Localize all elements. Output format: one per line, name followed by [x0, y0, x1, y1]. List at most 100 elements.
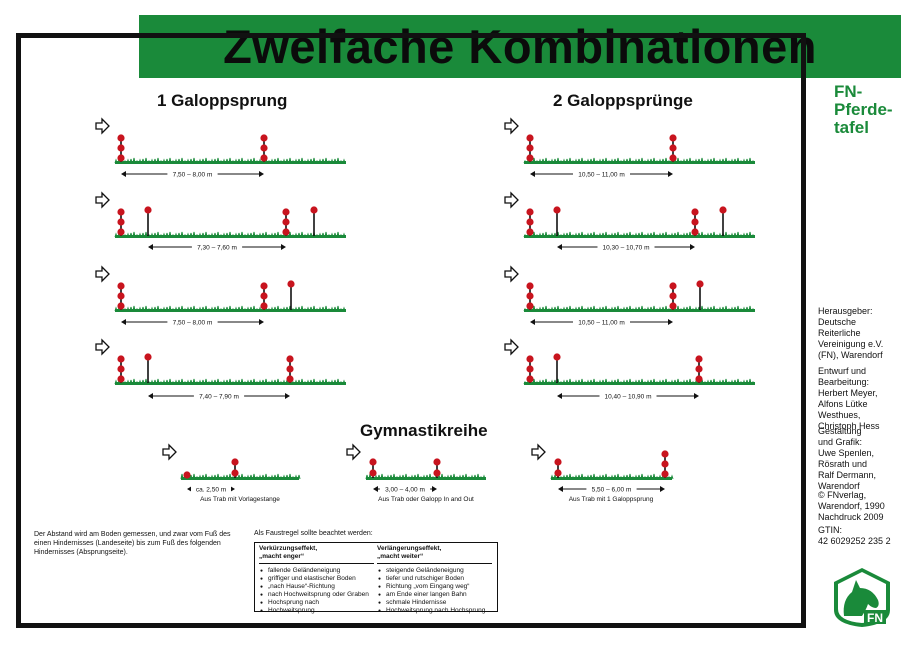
- pole-end: [282, 228, 290, 236]
- list-item: nach Hochweitsprung oder Graben: [260, 591, 374, 599]
- distance-label: 10,30 – 10,70 m: [603, 245, 650, 252]
- pole-end: [669, 134, 677, 142]
- shorten-heading: Verkürzungseffekt, „macht enger“: [259, 545, 374, 564]
- side-line: GTIN:: [818, 525, 842, 535]
- horse-head-icon: FN: [834, 568, 890, 627]
- distance-arrowhead: [121, 171, 126, 177]
- list-item: „nach Hause“-Richtung: [260, 583, 374, 591]
- distance-arrowhead: [121, 319, 126, 325]
- distance-label-bg: [193, 391, 245, 401]
- distance-arrowhead: [148, 393, 153, 399]
- pole-end: [369, 458, 377, 466]
- left-column-heading: 1 Galoppsprung: [157, 91, 288, 110]
- distance-label-bg: [573, 169, 630, 179]
- pole-end: [310, 206, 318, 214]
- pole-end: [117, 134, 125, 142]
- pole-end: [526, 228, 534, 236]
- exercise-caption: Aus Trab mit 1 Galoppsprung: [569, 496, 654, 503]
- pole-end: [286, 375, 294, 383]
- side-line: Vereinigung e.V.: [818, 339, 884, 349]
- distance-arrowhead: [557, 393, 562, 399]
- publisher-info: Herausgeber: Deutsche Reiterliche Verein…: [818, 306, 883, 361]
- grass-blades: [365, 473, 486, 480]
- grass-blades: [114, 378, 346, 385]
- lengthen-column: Verlängerungseffekt, „macht weiter“ stei…: [377, 545, 492, 615]
- brand-line: Pferde-: [834, 100, 893, 119]
- pole-end: [669, 302, 677, 310]
- pole-end: [231, 469, 239, 477]
- design-info: Entwurf und Bearbeitung: Herbert Meyer, …: [818, 366, 880, 432]
- distance-arrowhead: [660, 486, 665, 492]
- pole-end: [661, 470, 669, 478]
- pole-end: [661, 450, 669, 458]
- pole-end: [553, 206, 561, 214]
- pole-end: [526, 154, 534, 162]
- distance-label-bg: [167, 317, 218, 327]
- shorten-list: fallende Geländeneigung griffiger und el…: [259, 567, 374, 615]
- distance-arrowhead: [148, 244, 153, 250]
- pole-end: [554, 458, 562, 466]
- shorten-heading-line: Verkürzungseffekt,: [259, 545, 318, 552]
- list-item: Hochweitsprung nach Hochsprung: [378, 607, 492, 615]
- exercise-caption: Aus Trab mit Vorlagestange: [200, 496, 280, 503]
- grass-blades: [114, 305, 346, 312]
- pole-end: [433, 469, 441, 477]
- pole-end: [144, 206, 152, 214]
- lengthen-heading: Verlängerungseffekt, „macht weiter“: [377, 545, 492, 564]
- distance-label: ca. 2,50 m: [196, 487, 226, 494]
- pole-end: [117, 218, 125, 226]
- direction-arrow-icon: [504, 117, 519, 135]
- exercise-caption: Aus Trab oder Galopp In and Out: [378, 496, 474, 503]
- pole-end: [260, 134, 268, 142]
- direction-arrow-icon: [504, 265, 519, 283]
- direction-arrow-icon: [95, 265, 110, 283]
- direction-arrow-icon: [504, 191, 519, 209]
- pole-end: [117, 355, 125, 363]
- pole-end: [260, 292, 268, 300]
- distance-arrowhead: [432, 486, 437, 492]
- distance-arrowhead: [230, 486, 235, 492]
- pole-end: [554, 469, 562, 477]
- side-line: Herbert Meyer,: [818, 388, 878, 398]
- shorten-column: Verkürzungseffekt, „macht enger“ fallend…: [259, 545, 374, 615]
- pole-end: [526, 144, 534, 152]
- distance-arrowhead: [285, 393, 290, 399]
- direction-arrow-icon: [95, 117, 110, 135]
- pole-end: [117, 228, 125, 236]
- direction-arrow-icon: [95, 191, 110, 209]
- pole-end: [117, 154, 125, 162]
- pole-end: [433, 458, 441, 466]
- direction-arrow-icon: [346, 443, 361, 461]
- distance-arrowhead: [690, 244, 695, 250]
- distance-label-bg: [599, 391, 657, 401]
- distance-label-bg: [379, 484, 431, 494]
- distance-label-bg: [573, 317, 630, 327]
- brand-line: tafel: [834, 118, 869, 137]
- side-line: Bearbeitung:: [818, 377, 870, 387]
- distance-label-bg: [167, 169, 218, 179]
- pole-end: [369, 469, 377, 477]
- right-column-heading: 2 Galoppsprünge: [553, 91, 693, 110]
- side-line: Christoph Hess: [818, 421, 880, 431]
- distance-label-bg: [586, 484, 637, 494]
- grass-blades: [180, 473, 301, 480]
- pole-end: [669, 144, 677, 152]
- pole-end: [691, 228, 699, 236]
- list-item: steigende Geländeneigung: [378, 567, 492, 575]
- distance-arrowhead: [558, 486, 563, 492]
- ground-pole: [183, 471, 191, 479]
- pole-end: [260, 282, 268, 290]
- pole-end: [117, 208, 125, 216]
- distance-arrowhead: [259, 319, 264, 325]
- pole-end: [117, 375, 125, 383]
- distance-label: 5,50 – 6,00 m: [592, 487, 632, 494]
- pole-end: [695, 375, 703, 383]
- distance-arrowhead: [694, 393, 699, 399]
- distance-label-bg: [597, 242, 655, 252]
- grass-blades: [523, 157, 755, 164]
- pole-end: [260, 144, 268, 152]
- distance-label: 3,00 – 4,00 m: [385, 487, 425, 494]
- distance-arrowhead: [557, 244, 562, 250]
- list-item: Hochweitsprung: [260, 607, 374, 615]
- pole-end: [260, 302, 268, 310]
